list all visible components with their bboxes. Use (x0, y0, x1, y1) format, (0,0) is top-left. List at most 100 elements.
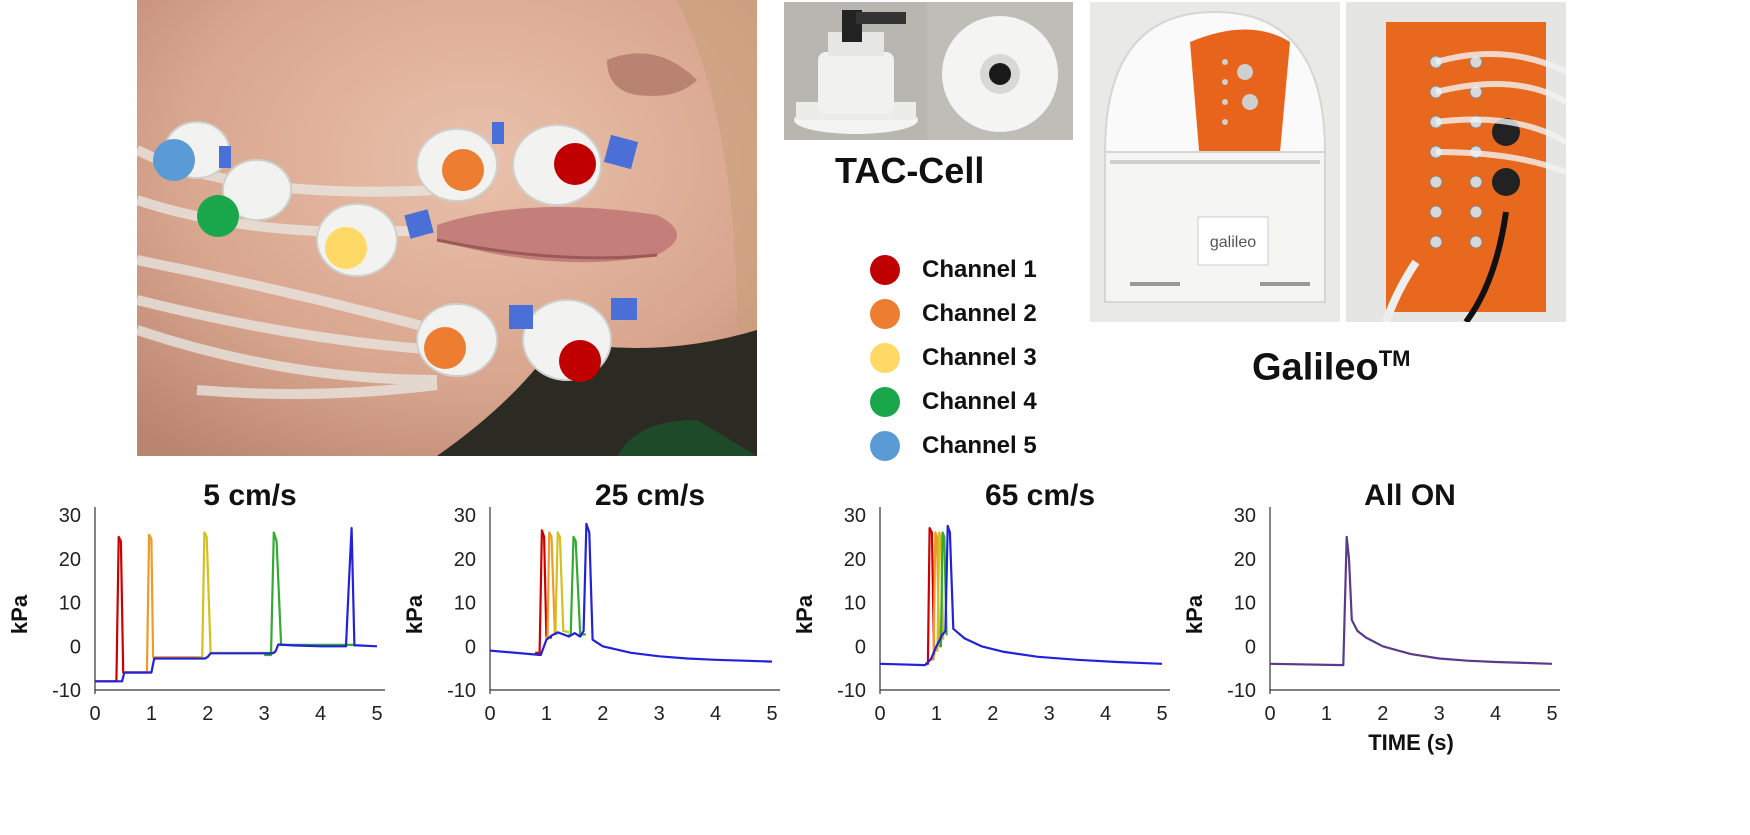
x-tick-label: 4 (1490, 703, 1501, 725)
x-tick-label: 2 (202, 703, 213, 725)
legend-dot-channel-1 (870, 255, 900, 285)
series-line-3 (196, 531, 276, 659)
tac-cell-front-drawing (927, 2, 1073, 140)
y-axis-label: kPa (792, 594, 817, 634)
series-line-1 (535, 529, 552, 654)
x-tick-label: 2 (987, 703, 998, 725)
galileo-panel-drawing (1346, 2, 1566, 322)
series-line-4 (939, 531, 948, 648)
y-tick-label: 0 (1245, 636, 1256, 658)
channel-markers (153, 139, 601, 382)
galileo-photo-device: galileo (1090, 2, 1340, 322)
legend-label: Channel 5 (922, 432, 1037, 459)
y-tick-label: 30 (844, 505, 866, 527)
tac-cell-label: TAC-Cell (835, 150, 985, 191)
x-tick-label: 2 (597, 703, 608, 725)
x-tick-label: 1 (146, 703, 157, 725)
legend-label: Channel 4 (922, 388, 1037, 415)
x-tick-label: 0 (1264, 703, 1275, 725)
channel-legend: Channel 1 Channel 2 Channel 3 Channel 4 … (870, 248, 1037, 468)
y-tick-label: 30 (59, 505, 81, 527)
x-tick-label: 1 (1321, 703, 1332, 725)
chart-title: All ON (1364, 479, 1456, 512)
galileo-label-text: Galileo (1252, 346, 1379, 389)
face-photo-drawing (137, 0, 757, 456)
series-line-2 (930, 531, 941, 661)
legend-item-channel-2: Channel 2 (870, 292, 1037, 336)
chart-title: 5 cm/s (203, 479, 296, 512)
series-line-5 (95, 526, 378, 683)
y-tick-label: -10 (1227, 680, 1256, 702)
y-tick-label: -10 (447, 680, 476, 702)
galileo-device-drawing: galileo (1090, 2, 1340, 322)
series-line-5 (879, 524, 1163, 667)
legend-dot-channel-3 (870, 343, 900, 373)
y-tick-label: 0 (855, 636, 866, 658)
legend-label: Channel 2 (922, 300, 1037, 327)
x-tick-label: 1 (931, 703, 942, 725)
series-line-3 (553, 531, 570, 636)
x-tick-label: 5 (1156, 703, 1167, 725)
legend-dot-channel-2 (870, 299, 900, 329)
series-line-1 (1269, 535, 1553, 667)
legend-item-channel-4: Channel 4 (870, 380, 1037, 424)
legend-label: Channel 3 (922, 344, 1037, 371)
galileo-photo-panel (1346, 2, 1566, 322)
chart-2: 25 cm/s 30 20 10 0 -10 0 1 2 3 4 5 kPa (402, 479, 780, 725)
x-tick-label: 4 (315, 703, 326, 725)
legend-dot-channel-4 (870, 387, 900, 417)
chart-title: 65 cm/s (985, 479, 1095, 512)
legend-item-channel-3: Channel 3 (870, 336, 1037, 380)
series-line-3 (935, 531, 945, 652)
legend-item-channel-1: Channel 1 (870, 248, 1037, 292)
face-photo (137, 0, 757, 456)
series-line-1 (95, 535, 152, 683)
y-tick-label: 10 (454, 593, 476, 615)
x-tick-label: 0 (874, 703, 885, 725)
y-axis-label: kPa (402, 594, 427, 634)
y-tick-label: 20 (1234, 549, 1256, 571)
x-tick-label: 3 (654, 703, 665, 725)
tac-cell-photo-front (927, 2, 1073, 140)
svg-text:galileo: galileo (1210, 234, 1256, 251)
x-tick-label: 1 (541, 703, 552, 725)
chart-3: 65 cm/s 30 20 10 0 -10 0 1 2 3 4 5 kPa (792, 479, 1170, 725)
y-tick-label: 30 (1234, 505, 1256, 527)
x-tick-label: 4 (1100, 703, 1111, 725)
y-axis-label: kPa (7, 594, 32, 634)
y-tick-label: 20 (59, 549, 81, 571)
x-tick-label: 4 (710, 703, 721, 725)
chart-title: 25 cm/s (595, 479, 705, 512)
x-tick-label: 3 (259, 703, 270, 725)
tac-cell-side-drawing (784, 2, 927, 140)
x-tick-label: 5 (1546, 703, 1557, 725)
y-tick-label: -10 (837, 680, 866, 702)
x-tick-label: 3 (1044, 703, 1055, 725)
y-tick-label: 20 (454, 549, 476, 571)
y-axis-label: kPa (1182, 594, 1207, 634)
y-tick-label: 10 (1234, 593, 1256, 615)
legend-dot-channel-5 (870, 431, 900, 461)
y-tick-label: 10 (59, 593, 81, 615)
y-tick-label: 20 (844, 549, 866, 571)
series-line-5 (489, 522, 773, 663)
x-tick-label: 0 (484, 703, 495, 725)
x-axis-label: TIME (s) (1368, 730, 1454, 755)
y-tick-label: 30 (454, 505, 476, 527)
series-line-4 (264, 531, 355, 657)
x-tick-label: 5 (766, 703, 777, 725)
series-line-1 (925, 526, 936, 665)
galileo-label: GalileoTM (1252, 346, 1410, 390)
legend-item-channel-5: Channel 5 (870, 424, 1037, 468)
series-line-2 (545, 531, 558, 639)
x-tick-label: 0 (89, 703, 100, 725)
legend-label: Channel 1 (922, 256, 1037, 283)
y-tick-label: 10 (844, 593, 866, 615)
trademark-superscript: TM (1378, 346, 1411, 371)
series-line-4 (567, 535, 586, 637)
y-tick-label: 0 (465, 636, 476, 658)
x-tick-label: 3 (1434, 703, 1445, 725)
y-tick-label: 0 (70, 636, 81, 658)
